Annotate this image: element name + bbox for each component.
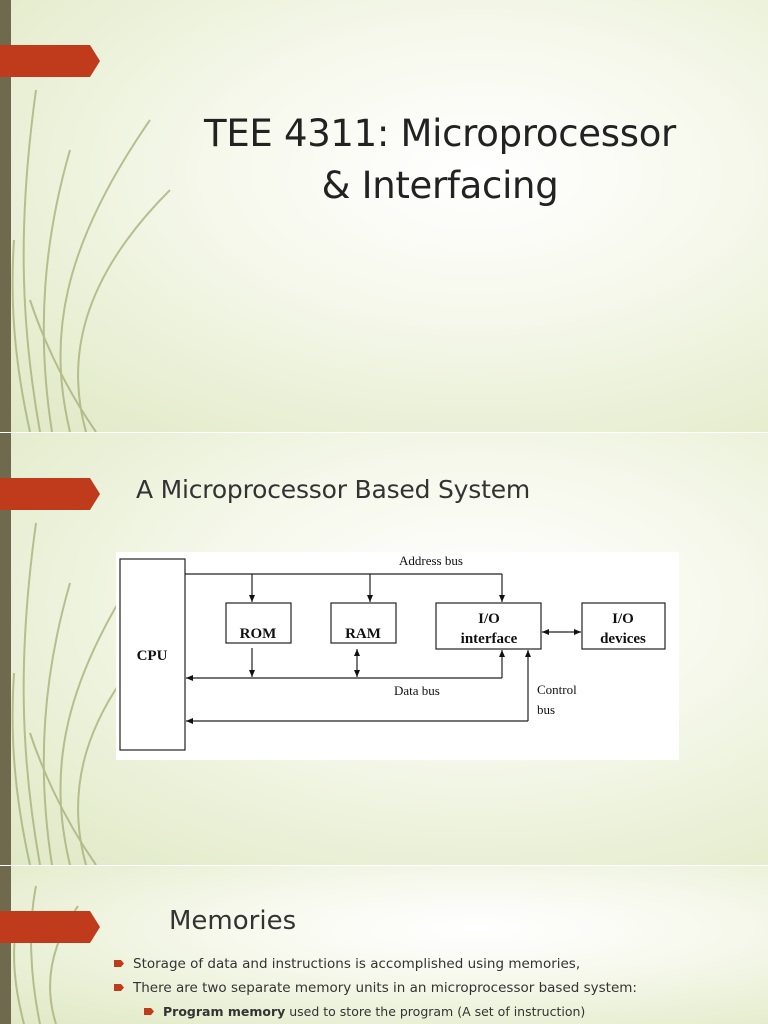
control-bus-label-1: Control: [537, 682, 577, 697]
bullet-list: Storage of data and instructions is acco…: [114, 954, 637, 1024]
left-accent-bar: [0, 866, 11, 1024]
list-item: Program memory used to store the program…: [144, 1002, 637, 1024]
io-interface-label-2: interface: [461, 631, 518, 647]
grass-decoration-icon: [11, 89, 171, 432]
address-bus-label: Address bus: [399, 553, 463, 568]
slide-title: Memories: [169, 906, 297, 936]
data-bus-label: Data bus: [394, 683, 440, 698]
left-accent-bar: [0, 0, 11, 432]
arrow-marker-icon: [0, 911, 100, 943]
bullet-arrow-icon: [114, 960, 124, 967]
io-devices-block: [581, 602, 666, 650]
system-slide: A Microprocessor Based System: [0, 433, 768, 865]
left-accent-bar: [0, 433, 11, 865]
bullet-arrow-icon: [114, 984, 124, 991]
cpu-label: CPU: [137, 648, 168, 664]
rom-label: ROM: [240, 626, 277, 642]
program-memory-term: Program memory: [163, 1004, 286, 1019]
list-item: There are two separate memory units in a…: [114, 978, 637, 1002]
list-item: Storage of data and instructions is acco…: [114, 954, 637, 978]
control-bus-label-2: bus: [537, 702, 555, 717]
io-interface-label-1: I/O: [478, 611, 500, 627]
io-devices-label-2: devices: [600, 631, 646, 647]
rom-block: [225, 602, 292, 644]
slide-title: A Microprocessor Based System: [136, 475, 531, 504]
bullet-arrow-icon: [144, 1008, 154, 1015]
io-interface-block: [435, 602, 542, 650]
arrow-marker-icon: [0, 45, 100, 77]
memories-slide: Memories Storage of data and instruction…: [0, 866, 768, 1024]
arrow-marker-icon: [0, 478, 100, 510]
ram-label: RAM: [345, 626, 381, 642]
title-slide: TEE 4311: Microprocessor & Interfacing: [0, 0, 768, 432]
ram-block: [330, 602, 397, 644]
io-devices-label-1: I/O: [612, 611, 634, 627]
cpu-block: [119, 558, 186, 751]
system-block-diagram: CPU ROM RAM I/O interface I/O devices Ad…: [116, 552, 679, 760]
page-title: TEE 4311: Microprocessor & Interfacing: [204, 112, 676, 207]
